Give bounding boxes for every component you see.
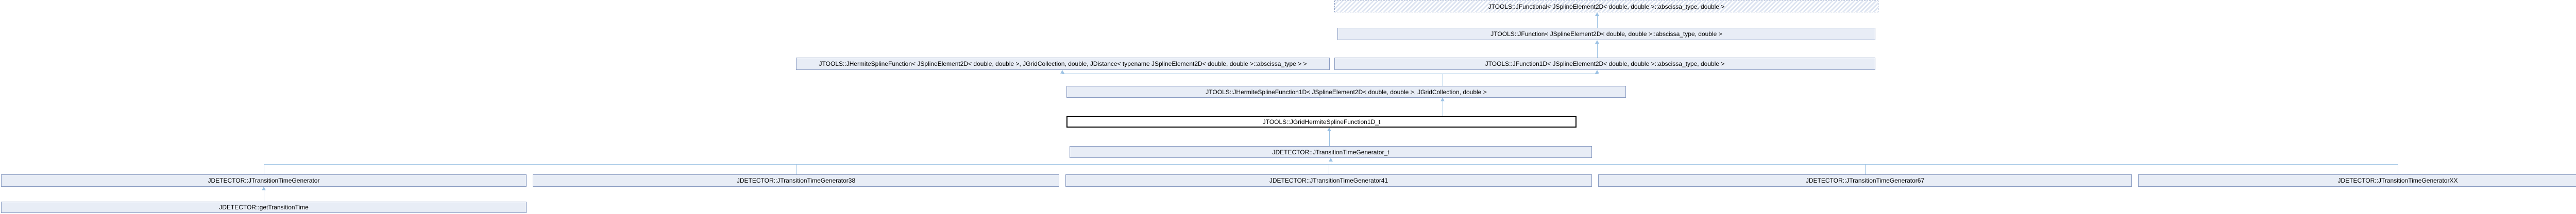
node-jhermitesplinefunction1d[interactable]: JTOOLS::JHermiteSplineFunction1D< JSplin…: [1066, 86, 1626, 98]
edge-arrowhead: [1327, 128, 1331, 131]
edge-line: [1597, 44, 1598, 58]
edge-arrowhead: [1440, 98, 1445, 101]
edge-arrowhead: [1595, 12, 1599, 16]
node-jfunction1d[interactable]: JTOOLS::JFunction1D< JSplineElement2D< d…: [1334, 58, 1875, 70]
edge-line: [1597, 16, 1598, 28]
edge-arrowhead: [1329, 158, 1333, 162]
edge-line: [1865, 164, 1866, 174]
edge-line: [264, 164, 2398, 165]
node-gettransitiontime[interactable]: JDETECTOR::getTransitionTime: [1, 202, 527, 213]
node-jtransitiontimegenerator-t[interactable]: JDETECTOR::JTransitionTimeGenerator_t: [1070, 146, 1592, 158]
edge-arrowhead: [262, 187, 266, 190]
node-jhermitesplinefunction[interactable]: JTOOLS::JHermiteSplineFunction< JSplineE…: [796, 58, 1330, 70]
edge-arrowhead: [1595, 40, 1599, 44]
edge-line: [1329, 131, 1330, 146]
node-jtransitiontimegenerator41[interactable]: JDETECTOR::JTransitionTimeGenerator41: [1065, 174, 1592, 187]
node-jtransitiontimegenerator[interactable]: JDETECTOR::JTransitionTimeGenerator: [1, 174, 527, 187]
node-jtransitiontimegenerator38[interactable]: JDETECTOR::JTransitionTimeGenerator38: [533, 174, 1059, 187]
node-jfunctional: JTOOLS::JFunctional< JSplineElement2D< d…: [1334, 1, 1878, 12]
node-jtransitiontimegenerator67[interactable]: JDETECTOR::JTransitionTimeGenerator67: [1598, 174, 2132, 187]
node-jtransitiontimegeneratorxx[interactable]: JDETECTOR::JTransitionTimeGeneratorXX: [2138, 174, 2576, 187]
edge-arrowhead: [1595, 70, 1599, 74]
edge-arrowhead: [1060, 70, 1064, 74]
node-jfunction[interactable]: JTOOLS::JFunction< JSplineElement2D< dou…: [1337, 28, 1875, 40]
node-jgridhermitesplinefunction1d-t: JTOOLS::JGridHermiteSplineFunction1D_t: [1066, 116, 1577, 128]
